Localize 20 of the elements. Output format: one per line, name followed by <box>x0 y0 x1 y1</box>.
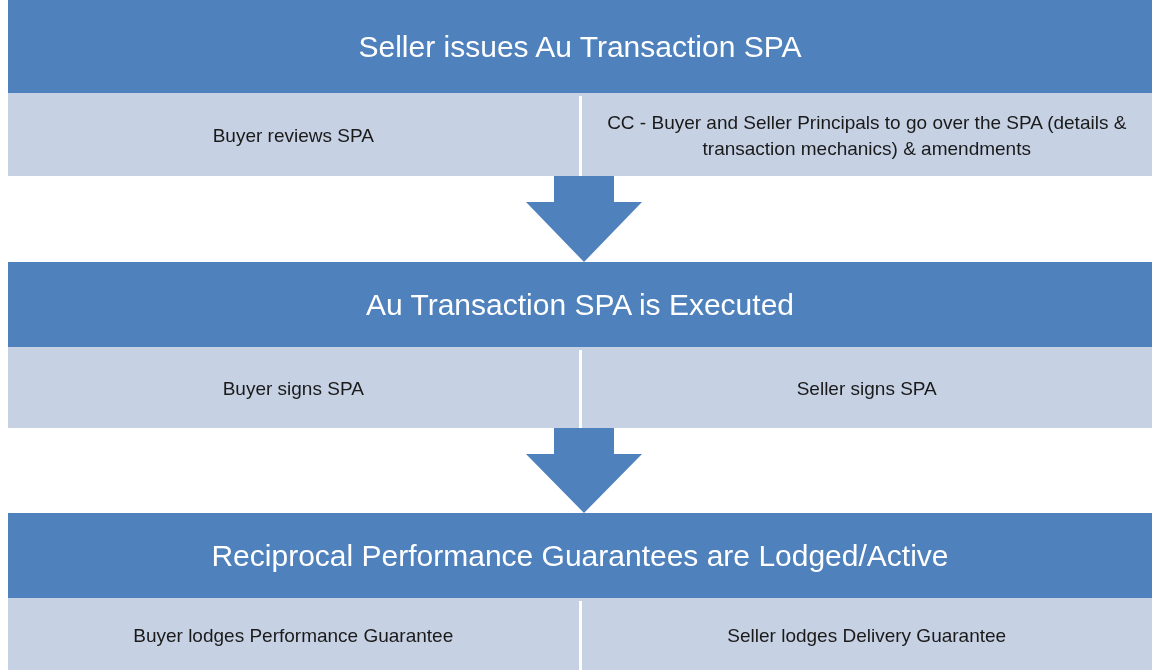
step-box <box>8 601 579 670</box>
step-box <box>581 350 1152 428</box>
arrow <box>526 428 642 513</box>
stage-panel <box>8 0 1152 176</box>
stage-panel <box>8 513 1152 670</box>
step-text: Buyer lodges Performance Guarantee <box>133 623 454 648</box>
step-text: Seller signs SPA <box>796 377 937 401</box>
step-box <box>8 350 579 428</box>
stage-panel <box>8 262 1152 428</box>
step-box <box>581 601 1152 670</box>
step-text: Seller lodges Delivery Guarantee <box>727 623 1007 648</box>
stage-title: Seller issues Au Transaction SPA <box>358 29 802 65</box>
step-text: CC - Buyer and Seller Principals to go over the SPA (details & transaction mechanics) & amendments <box>606 111 1128 161</box>
stage-title: Au Transaction SPA is Executed <box>366 287 794 323</box>
step-box <box>581 96 1152 176</box>
step-text: Buyer signs SPA <box>222 377 364 401</box>
step-text: Buyer reviews SPA <box>212 124 374 148</box>
arrow <box>526 176 642 262</box>
step-box <box>8 96 579 176</box>
stage-title: Reciprocal Performance Guarantees are Lodged/Active <box>211 538 949 574</box>
